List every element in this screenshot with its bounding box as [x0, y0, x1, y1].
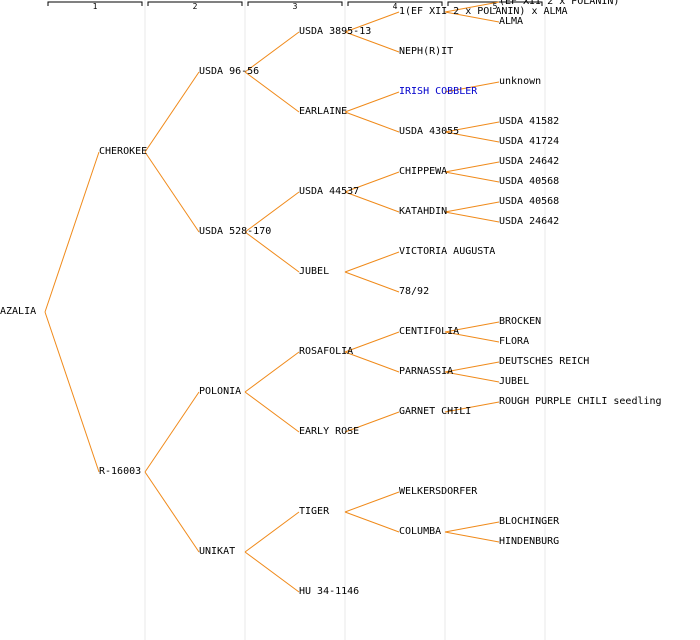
pedigree-node[interactable]: EARLY ROSE	[299, 426, 360, 437]
pedigree-node[interactable]: USDA 41582	[499, 116, 560, 127]
generation-bracket	[447, 1, 543, 6]
pedigree-link	[144, 71, 200, 153]
pedigree-link	[344, 351, 400, 373]
generation-label: 2	[192, 2, 198, 11]
pedigree-node[interactable]: AZALIA	[0, 306, 37, 317]
pedigree-link	[344, 191, 400, 213]
generation-label: 4	[392, 2, 398, 11]
pedigree-link	[44, 151, 100, 313]
pedigree-node[interactable]: BROCKEN	[499, 316, 542, 327]
pedigree-node[interactable]: DEUTSCHES REICH	[499, 356, 590, 367]
pedigree-node[interactable]: unknown	[499, 76, 542, 87]
generation-bracket	[247, 1, 343, 6]
pedigree-node[interactable]: USDA 43055	[399, 126, 460, 137]
generation-bracket	[347, 1, 443, 6]
generation-label: 5	[492, 2, 498, 11]
pedigree-link	[344, 491, 400, 513]
pedigree-node[interactable]: POLONIA	[199, 386, 242, 397]
pedigree-node[interactable]: ROSAFOLIA	[299, 346, 354, 357]
pedigree-node[interactable]: USDA 24642	[499, 216, 560, 227]
pedigree-link	[444, 81, 500, 93]
pedigree-node[interactable]: WELKERSDORFER	[399, 486, 478, 497]
pedigree-link	[144, 391, 200, 473]
pedigree-link	[244, 351, 300, 393]
pedigree-link	[444, 401, 500, 413]
pedigree-node[interactable]: KATAHDIN	[399, 206, 448, 217]
pedigree-link	[244, 31, 300, 73]
pedigree-node[interactable]: CHIPPEWA	[399, 166, 448, 177]
pedigree-link	[344, 11, 400, 33]
pedigree-link	[444, 161, 500, 173]
generation-label: 1	[92, 2, 98, 11]
pedigree-link	[444, 171, 500, 183]
pedigree-link	[244, 391, 300, 433]
pedigree-node[interactable]: PARNASSIA	[399, 366, 454, 377]
pedigree-node[interactable]: USDA 96-56	[199, 66, 260, 77]
pedigree-link	[344, 251, 400, 273]
pedigree-link	[444, 121, 500, 133]
pedigree-link	[244, 231, 300, 273]
pedigree-link	[344, 111, 400, 133]
pedigree-link	[344, 411, 400, 433]
pedigree-node[interactable]: USDA 528-170	[199, 226, 272, 237]
pedigree-link	[344, 171, 400, 193]
pedigree-link	[444, 211, 500, 223]
pedigree-node[interactable]: IRISH COBBLER	[399, 86, 478, 97]
pedigree-node[interactable]: USDA 24642	[499, 156, 560, 167]
pedigree-node[interactable]: USDA 3895-13	[299, 26, 372, 37]
pedigree-node[interactable]: ROUGH PURPLE CHILI seedling	[499, 396, 662, 407]
pedigree-link	[244, 511, 300, 553]
pedigree-node[interactable]: USDA 40568	[499, 176, 560, 187]
pedigree-link	[444, 531, 500, 543]
pedigree-node[interactable]: FLORA	[499, 336, 530, 347]
generation-label: 3	[292, 2, 298, 11]
pedigree-node[interactable]: USDA 40568	[499, 196, 560, 207]
pedigree-link	[444, 371, 500, 383]
pedigree-link	[444, 1, 500, 13]
pedigree-node[interactable]: (EF XII 2 x POLANIN)	[499, 0, 620, 7]
pedigree-link	[444, 131, 500, 143]
pedigree-node[interactable]: CHEROKEE	[99, 146, 148, 157]
pedigree-link	[444, 521, 500, 533]
pedigree-node[interactable]: 78/92	[399, 286, 430, 297]
pedigree-node[interactable]: JUBEL	[299, 266, 330, 277]
pedigree-node[interactable]: CENTIFOLIA	[399, 326, 460, 337]
pedigree-link	[344, 31, 400, 53]
pedigree-node[interactable]: HU 34-1146	[299, 586, 360, 597]
pedigree-link	[444, 361, 500, 373]
pedigree-link	[444, 11, 500, 23]
pedigree-node[interactable]: 1(EF XII 2 x POLANIN) x ALMA	[399, 6, 568, 17]
pedigree-link	[444, 321, 500, 333]
pedigree-node[interactable]: VICTORIA AUGUSTA	[399, 246, 496, 257]
pedigree-node[interactable]: COLUMBA	[399, 526, 442, 537]
pedigree-node[interactable]: ALMA	[499, 16, 524, 27]
pedigree-node[interactable]: TIGER	[299, 506, 330, 517]
pedigree-node[interactable]: HINDENBURG	[499, 536, 560, 547]
pedigree-link	[144, 151, 200, 233]
generation-bracket	[147, 1, 243, 6]
generation-bracket	[47, 1, 143, 6]
pedigree-link	[444, 201, 500, 213]
pedigree-node[interactable]: R-16003	[99, 466, 142, 477]
pedigree-node[interactable]: EARLAINE	[299, 106, 348, 117]
pedigree-link	[144, 471, 200, 553]
pedigree-link	[344, 91, 400, 113]
pedigree-link	[244, 71, 300, 113]
pedigree-node[interactable]: GARNET CHILI	[399, 406, 472, 417]
pedigree-link	[244, 551, 300, 593]
pedigree-link	[344, 331, 400, 353]
pedigree-link	[344, 271, 400, 293]
pedigree-node[interactable]: JUBEL	[499, 376, 530, 387]
pedigree-node[interactable]: UNIKAT	[199, 546, 236, 557]
pedigree-link	[244, 191, 300, 233]
pedigree-node[interactable]: NEPH(R)IT	[399, 46, 454, 57]
pedigree-link	[444, 331, 500, 343]
pedigree-link	[44, 311, 100, 473]
pedigree-link	[344, 511, 400, 533]
pedigree-node[interactable]: USDA 44537	[299, 186, 360, 197]
pedigree-node[interactable]: USDA 41724	[499, 136, 560, 147]
pedigree-node[interactable]: BLOCHINGER	[499, 516, 560, 527]
